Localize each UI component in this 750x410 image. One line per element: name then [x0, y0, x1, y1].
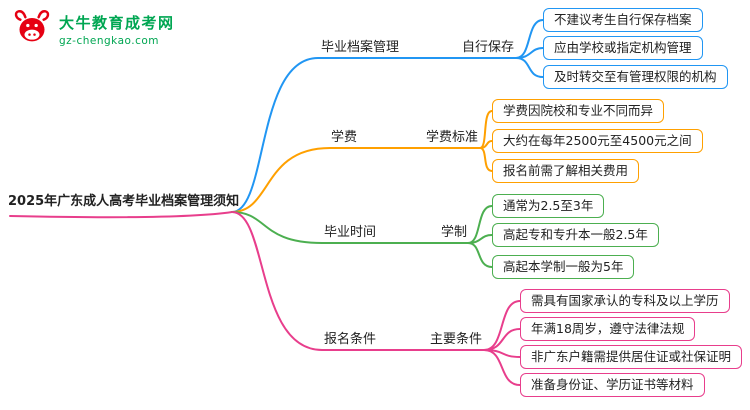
leaf-node: 学费因院校和专业不同而异 — [492, 99, 665, 123]
leaf-node: 高起专和专升本一般2.5年 — [492, 223, 659, 247]
leaf-node: 应由学校或指定机构管理 — [543, 36, 703, 60]
root-underline — [9, 211, 233, 219]
branch3-subnode: 学制 — [440, 225, 467, 240]
branch2-connectors — [231, 110, 493, 213]
branch1-node: 毕业档案管理 — [320, 40, 399, 55]
root-node: 2025年广东成人高考毕业档案管理须知 — [8, 194, 240, 209]
branch2-node: 学费 — [330, 130, 357, 145]
leaf-node: 高起本学制一般为5年 — [492, 255, 635, 279]
leaf-node: 非广东户籍需提供居住证或社保证明 — [520, 345, 743, 369]
leaf-node: 通常为2.5至3年 — [492, 194, 605, 218]
leaf-node: 大约在每年2500元至4500元之间 — [492, 129, 703, 153]
leaf-node: 准备身份证、学历证书等材料 — [520, 373, 705, 397]
branch4-node: 报名条件 — [323, 332, 376, 347]
leaf-node: 年满18周岁，遵守法律法规 — [520, 317, 696, 341]
branch2-subnode: 学费标准 — [425, 130, 478, 145]
cow-icon — [12, 8, 52, 52]
leaf-node: 报名前需了解相关费用 — [492, 159, 640, 183]
leaf-node: 不建议考生自行保存档案 — [543, 8, 703, 32]
site-logo[interactable]: 大牛教育成考网 gz-chengkao.com — [12, 8, 175, 52]
branch3-node: 毕业时间 — [323, 225, 376, 240]
brand-name: 大牛教育成考网 — [59, 13, 175, 32]
leaf-node: 需具有国家承认的专科及以上学历 — [520, 289, 730, 313]
brand-domain: gz-chengkao.com — [59, 34, 160, 47]
leaf-node: 及时转交至有管理权限的机构 — [543, 65, 728, 89]
branch1-subnode: 自行保存 — [461, 40, 514, 55]
branch4-subnode: 主要条件 — [429, 332, 482, 347]
